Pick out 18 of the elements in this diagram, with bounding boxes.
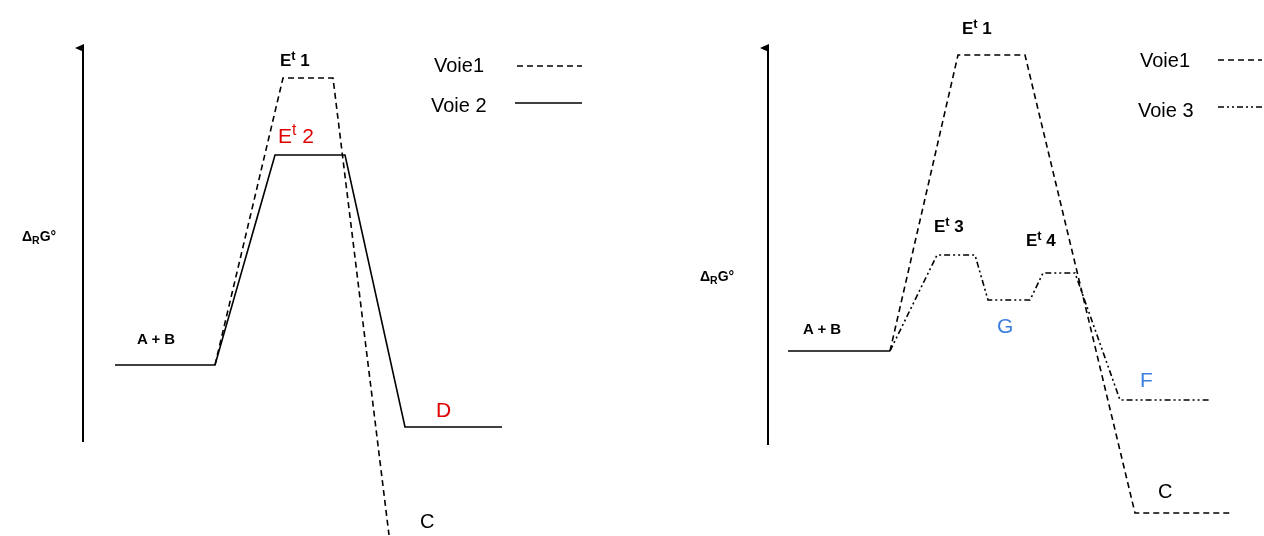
energy-level-label: C [420,509,435,534]
energy-level-label: G [997,313,1014,339]
energy-level-label: E$^{t}$ 2 [278,120,314,149]
legend-label: Voie1 [1140,48,1191,73]
energy-level-label: E$^{t}$ 3 [934,214,964,238]
energy-level-label: Δ$_{R}$G° [700,267,735,287]
energy-level-label: D [436,397,452,423]
legend-label: Voie1 [434,53,485,78]
energy-level-label: E$^{t}$ 4 [1026,228,1056,252]
legend-label: Voie 2 [431,93,487,118]
energy-level-label: A + B [803,319,842,339]
legend-label: Voie 3 [1138,98,1194,123]
energy-level-label: A + B [137,329,176,349]
energy-level-label: E$^{t}$ 1 [962,16,992,40]
energy-level-label: E$^{t}$ 1 [280,48,310,72]
energy-level-label: C [1158,479,1173,504]
energy-level-label: Δ$_{R}$G° [22,227,57,247]
energy-level-label: F [1140,367,1153,393]
